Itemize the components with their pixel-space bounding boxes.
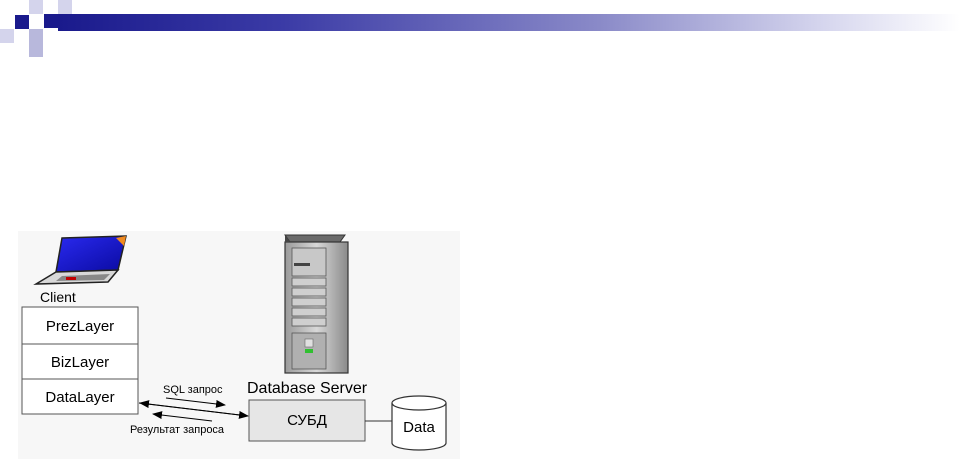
deco-square xyxy=(15,15,29,29)
deco-square xyxy=(0,29,14,43)
layer-datalayer: DataLayer xyxy=(45,389,114,406)
title-gradient-bar xyxy=(58,14,960,31)
layer-bizlayer: BizLayer xyxy=(51,354,109,371)
deco-square xyxy=(44,14,58,28)
deco-square xyxy=(29,29,43,43)
client-layer-stack: PrezLayer BizLayer DataLayer xyxy=(21,306,139,415)
laptop-icon xyxy=(33,235,127,285)
dbms-box xyxy=(248,399,366,442)
request-label: SQL запрос xyxy=(163,384,223,396)
server-tower-icon xyxy=(284,234,349,374)
data-cylinder-icon xyxy=(391,395,447,451)
layer-prezlayer: PrezLayer xyxy=(46,318,114,335)
data-label: Data xyxy=(403,419,435,436)
deco-square xyxy=(29,0,43,14)
response-label: Результат запроса xyxy=(130,424,225,436)
dbms-label: СУБД xyxy=(287,412,327,429)
deco-square xyxy=(29,43,43,57)
response-arrow-to-client xyxy=(139,400,249,417)
server-label: Database Server xyxy=(247,380,368,397)
request-arrow-upper xyxy=(165,397,226,408)
header-decoration xyxy=(0,0,80,60)
deco-square xyxy=(58,0,72,14)
response-arrow xyxy=(152,411,213,422)
client-label: Client xyxy=(40,289,76,305)
